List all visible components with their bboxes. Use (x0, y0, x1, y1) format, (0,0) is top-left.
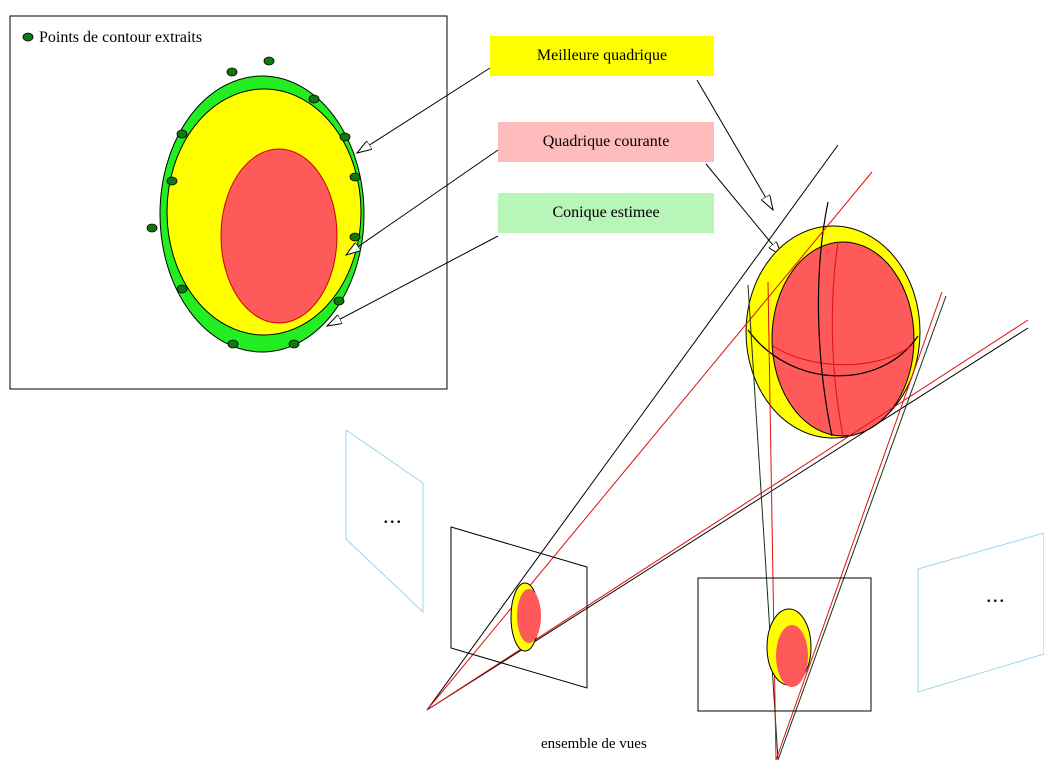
current-quadric-box (498, 122, 714, 162)
callout-arrow-current-quadric (346, 149, 499, 255)
callout-arrow-best-quadric-3d (696, 79, 773, 210)
ray-left-red-bottom (426, 319, 1029, 711)
callout-arrow-current-quadric-3d (705, 163, 782, 256)
ray-bottom-red-left (767, 281, 777, 761)
quadric-equator-red (772, 345, 912, 366)
contour-point (176, 129, 188, 139)
ellipsis-left: ... (383, 503, 403, 528)
view-plane-left-faded (345, 429, 424, 614)
ray-left-red-top (426, 171, 873, 711)
ray-bottom-green-right (777, 295, 947, 761)
ray-left-black-top (426, 144, 839, 711)
view-plane-bottom (697, 577, 872, 712)
left-view-current-quadric (517, 589, 541, 643)
legend-label: Points de contour extraits (39, 29, 203, 46)
current-quadric-label: Quadrique courante (542, 133, 670, 150)
legend-marker-icon (22, 32, 34, 42)
contour-point (339, 132, 351, 142)
bottom-view-current-quadric (776, 625, 808, 687)
current-quadric-3d (771, 241, 915, 437)
callout-arrow-estimated-conic (327, 235, 499, 326)
view-plane-right-faded (917, 532, 1044, 693)
contour-point (166, 176, 178, 186)
ellipsis-right: ... (986, 582, 1006, 607)
current-quadric-ellipse (220, 148, 338, 324)
best-quadric-label: Meilleure quadrique (536, 47, 668, 64)
contour-point (288, 339, 300, 349)
contour-points (146, 56, 361, 349)
view-plane-left (450, 526, 588, 689)
best-quadric-box (490, 36, 714, 76)
estimated-conic-label: Conique estimee (552, 204, 660, 221)
ray-bottom-green-left (747, 284, 779, 761)
contour-point (349, 232, 361, 242)
contour-point (176, 284, 188, 294)
ray-bottom-red-right (775, 291, 943, 761)
view-set-label: ensemble de vues (541, 736, 647, 752)
quadric-3d (745, 201, 921, 439)
estimated-conic-box (498, 193, 714, 233)
ray-left-black-bottom (426, 327, 1029, 711)
contour-point (333, 296, 345, 306)
contour-point (349, 172, 361, 182)
contour-point (263, 56, 275, 66)
contour-point (308, 94, 320, 104)
contour-point (146, 223, 158, 233)
callout-arrow-best-quadric (357, 67, 491, 153)
contour-point (226, 67, 238, 77)
contour-point (227, 339, 239, 349)
quadric-meridian-red (831, 241, 844, 437)
